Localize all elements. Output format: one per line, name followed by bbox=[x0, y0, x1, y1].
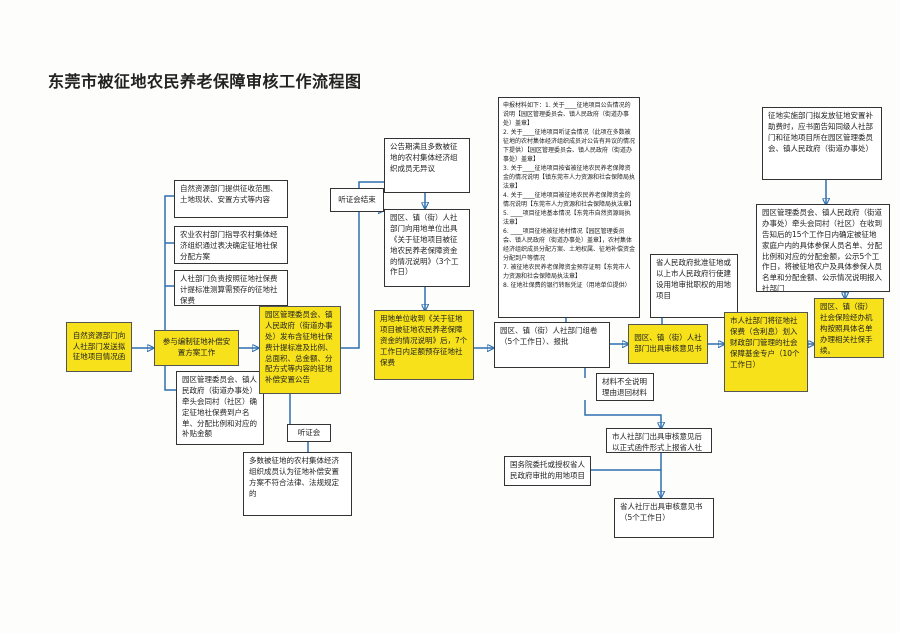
materials-item: 2. 关于____征地项目听证会情况（此项在多数被征地的农村集体经济组织成员对公… bbox=[503, 129, 636, 163]
return-node: 材料不全说明理由退回材料 bbox=[596, 373, 654, 401]
letter-node: 园区、镇（街）人社部门向用地单位出具《关于征地项目被征地农民养老保障资金的情况说… bbox=[384, 209, 470, 287]
edge-participate-prep bbox=[164, 195, 174, 330]
transfer-node: 市人社部门将征地社保费（含利息）划入财政部门管理的社会保障基金专户（10个工作日… bbox=[724, 312, 808, 392]
prep-node-hr: 人社部门负责按照征地社保费计提标准测算需预存的征地社保费 bbox=[174, 270, 288, 306]
edge-city-state bbox=[591, 453, 662, 471]
district-sub-node: 园区管理委员会、镇人民政府（街道办事处）牵头会同村（社区）确定征地社保费到户名单… bbox=[176, 371, 264, 445]
materials-item: 4. 关于____征地项目被征地农民养老保障资金的情况说明【东莞市人力资源和社会… bbox=[503, 192, 636, 208]
materials-item: 5. ____项目征地基本情况【东莞市自然资源局执法章】 bbox=[503, 210, 631, 226]
prep-node-agri: 农业农村部门指导农村集体经济组织通过表决确定征地社保分配方案 bbox=[174, 226, 288, 264]
materials-node: 申报材料如下：1. 关于____征地项目公告情况的说明【园区管理委员会、镇人民政… bbox=[498, 97, 640, 318]
state-note-node: 国务院委托或授权省人民政府审批的用地项目 bbox=[504, 456, 591, 486]
insure-node: 园区、镇（街）社会保险经办机构按照具体名单办理相关社保手续。 bbox=[814, 298, 884, 358]
province-note-node: 省人民政府批准征地或以上市人民政府行使建设用地审批职权的用地项目 bbox=[650, 254, 738, 318]
page-title: 东莞市被征地农民养老保障审核工作流程图 bbox=[48, 72, 362, 91]
published-node: 公告期满且多数被征地的农村集体经济组织成员无异议 bbox=[384, 138, 470, 193]
pay-node: 用地单位收到《关于征地项目被征地农民养老保障资金的情况说明》后，7个工作日内足额… bbox=[374, 310, 474, 380]
materials-item: 8. 征地社保费的银行转账凭证（用地单位提供） bbox=[503, 282, 631, 289]
start-node: 自然资源部门向人社部门发送拟征地项目情况函 bbox=[66, 322, 132, 372]
prep-node-land: 自然资源部门提供征收范围、土地现状、安置方式等内容 bbox=[174, 180, 288, 218]
materials-item: 6. ____项目征地被征地村情况【园区管理委员会、镇人民政府（街道办事处）盖章… bbox=[503, 228, 636, 262]
review-node: 园区、镇（街）人社部门组卷（5个工作日）、报批 bbox=[494, 322, 610, 368]
edge-announce-published bbox=[341, 181, 384, 349]
hearing-end-node: 听证会结束 bbox=[330, 188, 384, 212]
materials-item: 3. 关于____征地项目按省被征地农民养老保障资金的情况说明【镇东莞市人力资源… bbox=[503, 165, 636, 190]
city-review-node: 市人社部门出具审核意见后以正式函件形式上报省人社厅（5个工作日） bbox=[606, 428, 712, 453]
edge-participate-district bbox=[164, 366, 176, 391]
participate-node: 参与编制征地补偿安置方案工作 bbox=[154, 330, 239, 366]
edge-review-city bbox=[584, 400, 661, 428]
materials-item: 申报材料如下：1. 关于____征地项目公告情况的说明【园区管理委员会、镇人民政… bbox=[503, 102, 631, 127]
materials-item: 7. 被征地农民养老保障资金预存证明【东莞市人力资源和社会保障局执法章】 bbox=[503, 264, 631, 280]
fee-notice-node: 征地实施部门拟发放征地安置补助费时，应书面告知同级人社部门和征地项目所在园区管理… bbox=[762, 107, 882, 180]
announce-node: 园区管理委员会、镇人民政府（街道办事处）发布含征地社保费计提标准及比例、总面积、… bbox=[259, 306, 341, 394]
provincial-opinion-node: 省人社厅出具审核意见书（5个工作日） bbox=[614, 498, 714, 538]
roster-node: 园区管理委员会、镇人民政府（街道办事处）牵头会同村（社区）在收到告知后的15个工… bbox=[756, 204, 890, 292]
opinion-node: 园区、镇（街）人社部门出具审核意见书 bbox=[628, 324, 708, 364]
hearing-condition-node: 多数被征地的农村集体经济组织成员认为征地补偿安置方案不符合法律、法规规定的 bbox=[243, 452, 352, 516]
hearing-node: 听证会 bbox=[287, 424, 331, 442]
